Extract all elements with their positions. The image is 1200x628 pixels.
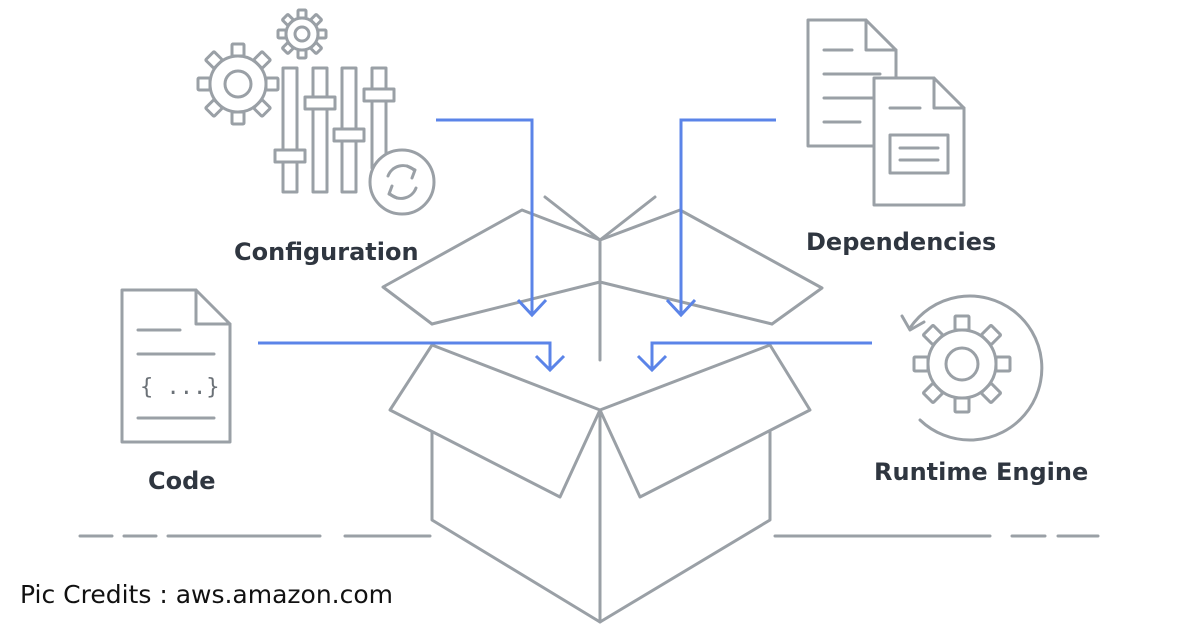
gear-sliders-icon — [196, 8, 436, 216]
arrow-code — [258, 341, 552, 370]
open-box-icon — [381, 195, 824, 624]
code-file-icon: { ...} — [120, 288, 232, 444]
label-runtime-engine: Runtime Engine — [874, 458, 1088, 486]
arrow-runtime — [650, 341, 872, 370]
arrows — [258, 118, 872, 373]
runtime-gear-icon — [900, 294, 1044, 442]
credit-text: Pic Credits : aws.amazon.com — [20, 580, 394, 609]
documents-icon — [806, 18, 966, 207]
arrow-configuration — [436, 118, 534, 315]
label-configuration: Configuration — [234, 238, 419, 266]
code-braces: { ...} — [140, 375, 219, 400]
arrow-dependencies — [679, 118, 776, 315]
label-code: Code — [148, 467, 216, 495]
label-dependencies: Dependencies — [806, 228, 996, 256]
